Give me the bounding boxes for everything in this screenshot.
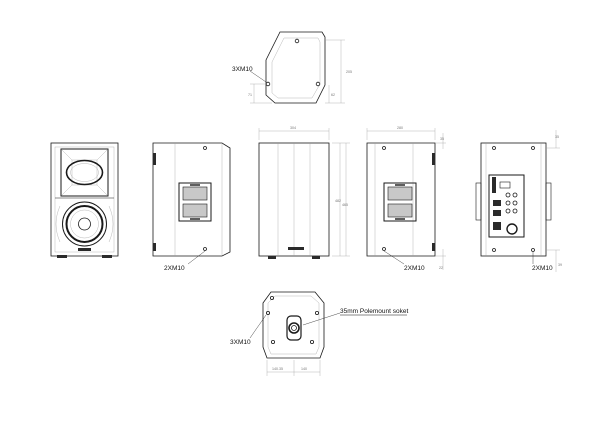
side-view-left: 2XM10 <box>152 142 231 272</box>
bottom-screw-hole <box>309 339 314 344</box>
side-left-handle-grip <box>182 186 208 201</box>
side-view-right: 2XM10 280 35 22 <box>366 126 446 272</box>
bottom-view-inner <box>267 295 320 355</box>
amp-knob <box>512 192 518 198</box>
woofer-dust-cap <box>78 217 91 231</box>
side-left-screw-label: 2XM10 <box>164 265 185 272</box>
side-left-screw <box>203 146 207 150</box>
bottom-screw-hole <box>314 310 319 315</box>
front-view-outline <box>50 142 119 257</box>
polemount-socket-frame <box>286 315 302 341</box>
amp-power-connector <box>506 223 518 235</box>
amp-knob <box>505 208 511 214</box>
side-left-leader <box>187 250 206 265</box>
horn-frame <box>60 148 109 197</box>
side-right-handle <box>383 182 417 222</box>
amp-panel <box>488 174 525 238</box>
front-logo-badge <box>78 248 91 251</box>
amp-power-inlet <box>493 222 501 230</box>
dim-side-width: 280 <box>397 126 403 130</box>
grille-foot <box>312 256 320 259</box>
side-left-screw <box>203 247 207 251</box>
side-right-leader <box>383 250 405 265</box>
rear-outline <box>480 142 547 257</box>
bottom-screw-hole <box>269 295 274 300</box>
bottom-view-outline <box>262 291 325 359</box>
side-right-handle-mark <box>432 153 435 165</box>
grille-logo-badge <box>288 247 304 250</box>
polemount-socket-hole <box>291 325 297 331</box>
dim-top-right: 62 <box>331 93 335 97</box>
bottom-screw-hole <box>270 339 275 344</box>
rear-screw <box>492 248 496 252</box>
dim-rear-top: 35 <box>555 135 559 139</box>
dim-bottom-right: 140 <box>301 367 307 371</box>
grille-foot <box>268 256 276 259</box>
top-view-screw-label: 3XM10 <box>232 66 253 73</box>
side-left-handle <box>178 182 212 222</box>
side-right-screw-label: 2XM10 <box>404 265 425 272</box>
horn-throat <box>65 159 104 186</box>
polemount-leader <box>302 312 341 326</box>
dim-top-depth: 205 <box>346 70 352 74</box>
dim-side-bottom: 22 <box>439 266 443 270</box>
amp-knob <box>512 200 518 206</box>
side-right-screw <box>382 146 386 150</box>
side-right-handle-grip <box>387 203 413 218</box>
dim-rear-bottom: 39 <box>558 263 562 267</box>
top-view-outline <box>265 31 326 104</box>
rear-side-handle <box>475 182 482 221</box>
dim-bottom-left: 140.35 <box>272 367 283 371</box>
side-left-handle-grip <box>182 203 208 218</box>
dim-front-height-2: 465 <box>342 203 348 207</box>
bottom-leader <box>249 314 267 339</box>
rear-screw <box>531 146 535 150</box>
amp-knob <box>512 208 518 214</box>
amp-connector <box>493 210 501 216</box>
bottom-view-screw-label: 3XM10 <box>230 339 251 346</box>
top-screw-hole <box>315 81 321 87</box>
amp-heatsink <box>492 177 496 193</box>
top-leader-line <box>249 70 267 83</box>
dim-front-width: 304 <box>290 126 296 130</box>
dim-top-side: 71 <box>248 93 252 97</box>
dim-front-height: 482 <box>335 199 341 203</box>
front-view <box>50 142 119 258</box>
woofer-surround <box>65 205 104 243</box>
horn-flare <box>60 148 109 197</box>
rear-screw <box>492 146 496 150</box>
woofer-cone <box>70 209 99 239</box>
dim-side-top: 35 <box>440 137 444 141</box>
rear-view: 2XM10 35 39 <box>475 130 562 272</box>
rear-screw-label: 2XM10 <box>532 265 553 272</box>
polemount-label: 35mm Polemount soket <box>340 308 408 315</box>
woofer-port <box>55 205 114 243</box>
front-foot <box>57 255 67 258</box>
woofer-frame <box>62 201 107 247</box>
side-left-handle-mark <box>153 243 156 251</box>
front-view-grille: 304 482 465 <box>258 126 350 259</box>
side-right-handle-grip <box>387 186 413 201</box>
horn-throat-inner <box>70 163 99 182</box>
bottom-view: 35mm Polemount soket 3XM10 140.35 140 <box>230 291 408 376</box>
polemount-socket <box>288 322 300 334</box>
rear-side-handle <box>545 182 552 221</box>
top-screw-hole <box>294 38 300 44</box>
side-right-screw <box>382 247 386 251</box>
side-left-handle-mark <box>153 153 156 165</box>
amp-knob <box>505 192 511 198</box>
amp-indicator <box>499 181 511 189</box>
top-screw-hole <box>265 81 271 87</box>
side-right-outline <box>366 142 436 257</box>
amp-knob <box>505 200 511 206</box>
bottom-screw-hole <box>265 310 270 315</box>
top-view-inner-edge <box>271 37 321 99</box>
rear-screw <box>531 248 535 252</box>
front-view-inner <box>54 146 115 253</box>
side-right-handle-mark <box>432 243 435 251</box>
front-foot <box>102 255 112 258</box>
amp-connector <box>493 200 501 206</box>
top-view: 3XM10 205 71 62 <box>232 31 352 104</box>
